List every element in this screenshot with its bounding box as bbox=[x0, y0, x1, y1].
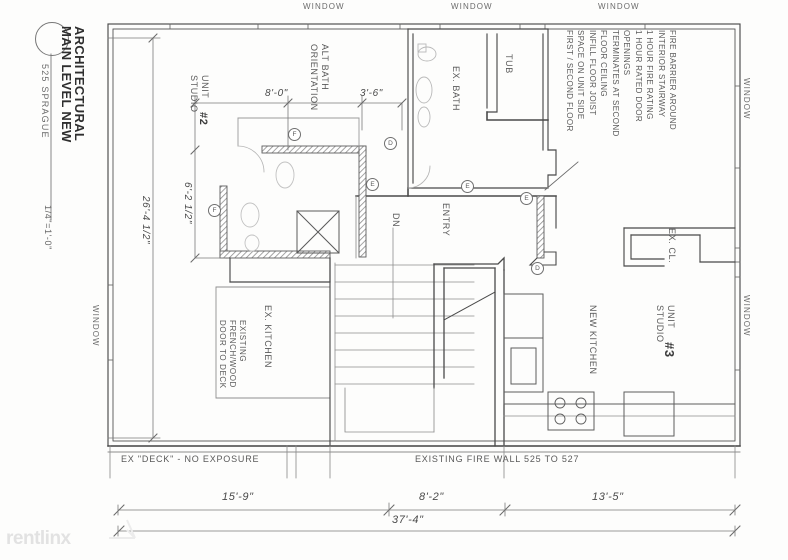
title-bubble bbox=[35, 22, 69, 56]
door-tag-e-bath[interactable]: E bbox=[366, 178, 379, 191]
door-tag-d-lower[interactable]: D bbox=[531, 262, 544, 275]
door-tag-f-upper[interactable]: F bbox=[288, 128, 301, 141]
door-tag-e-right[interactable]: E bbox=[520, 192, 533, 205]
door-tag-f-lower[interactable]: F bbox=[208, 204, 221, 217]
rentlinx-logo-icon bbox=[109, 519, 136, 539]
door-tag-e-mid[interactable]: E bbox=[461, 180, 474, 193]
door-tag-d-upper[interactable]: D bbox=[384, 137, 397, 150]
rentlinx-watermark: rentlinx bbox=[6, 528, 71, 549]
